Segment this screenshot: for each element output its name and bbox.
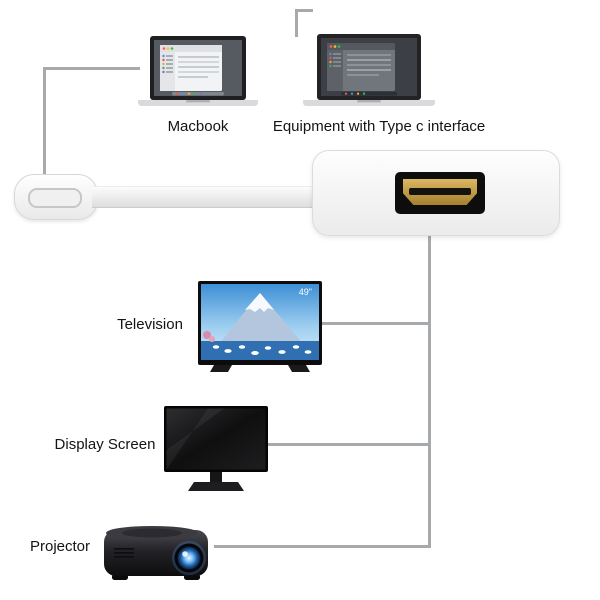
hdmi-housing xyxy=(312,150,560,236)
usb-c-plug-tip xyxy=(28,188,82,208)
connector-line-macbook-horizontal xyxy=(43,67,140,70)
display-screen-icon xyxy=(164,406,268,494)
typec-laptop-icon xyxy=(303,34,435,114)
display-screen-label: Display Screen xyxy=(54,436,156,453)
macbook-label: Macbook xyxy=(167,118,229,135)
hdmi-port xyxy=(395,172,485,214)
connector-line-projector xyxy=(214,545,431,548)
projector-label: Projector xyxy=(29,538,91,555)
connector-line-display-screen xyxy=(268,443,431,446)
hdmi-gold-contact xyxy=(403,179,477,205)
tv-size-badge: 49" xyxy=(299,287,312,297)
macbook-icon xyxy=(138,36,258,114)
connector-line-typec-horizontal xyxy=(295,9,313,12)
projector-icon xyxy=(102,516,214,586)
hdmi-slot xyxy=(409,188,471,195)
adapter-cable xyxy=(92,186,316,208)
connector-line-typec-vertical xyxy=(295,9,298,37)
connector-line-macbook-vertical xyxy=(43,67,46,174)
connector-line-television xyxy=(322,322,431,325)
television-icon: 49" xyxy=(198,281,322,373)
typec-laptop-label: Equipment with Type c interface xyxy=(272,118,486,135)
connector-line-trunk xyxy=(428,234,431,548)
usb-c-connector xyxy=(14,174,98,220)
television-label: Television xyxy=(117,316,183,333)
